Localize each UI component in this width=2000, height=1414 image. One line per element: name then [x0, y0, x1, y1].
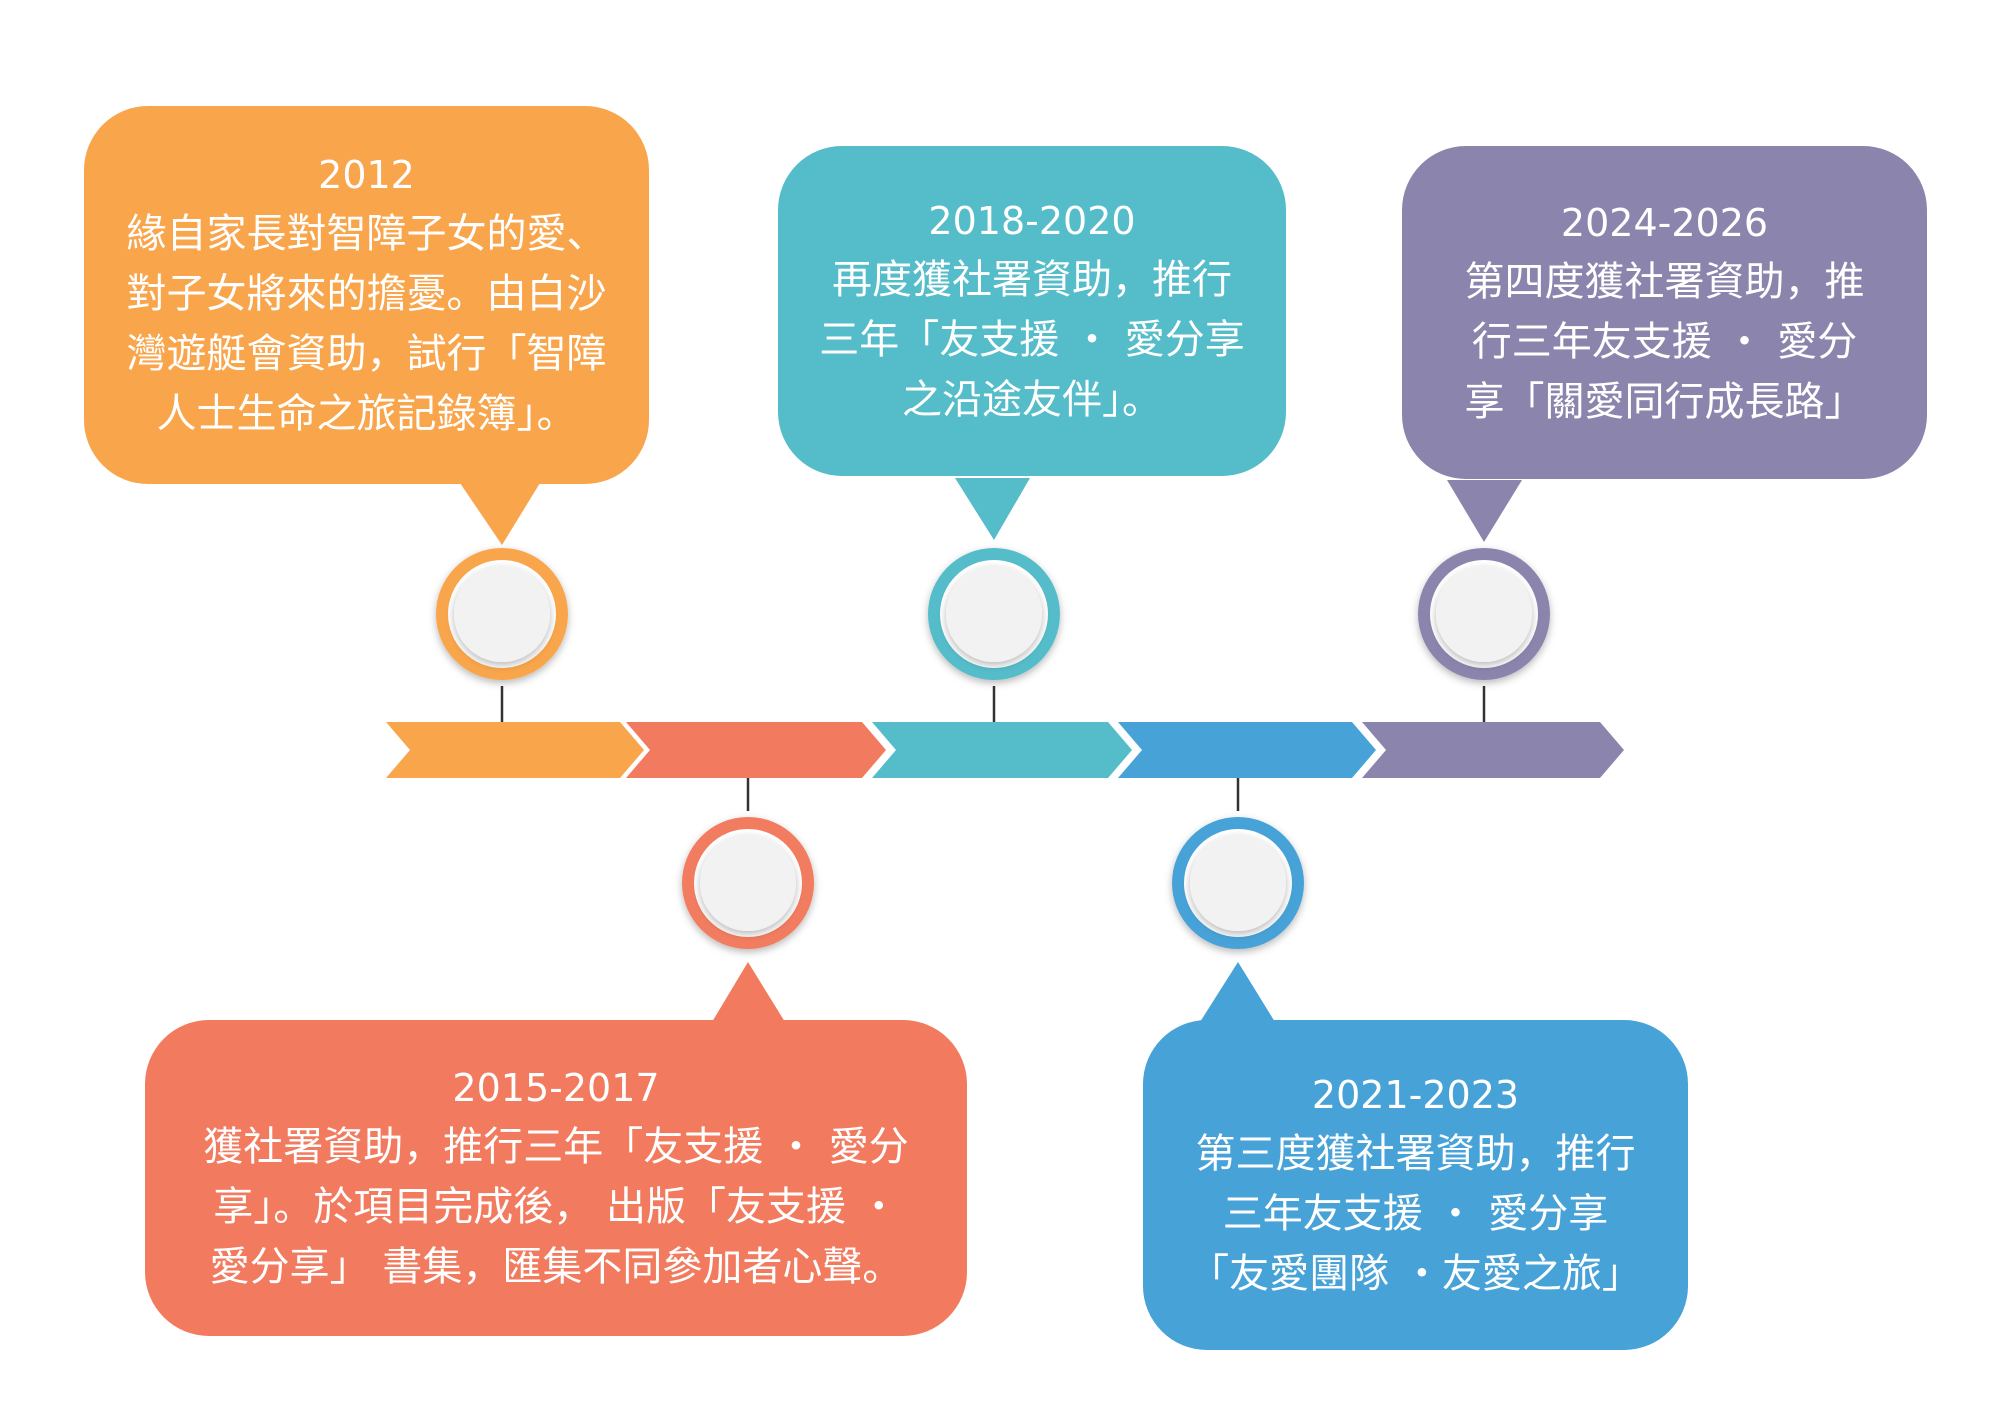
- milestone-card-2015-2017: 2015-2017 獲社署資助，推行三年「友支援 ・ 愛分 享」。於項目完成後，…: [145, 1020, 967, 1336]
- milestone-description: 緣自家長對智障子女的愛、 對子女將來的擔憂。由白沙 灣遊艇會資助，試行「智障 人…: [126, 211, 607, 437]
- timeline-node-center: [454, 566, 550, 662]
- milestone-description: 再度獲社署資助，推行 三年「友支援 ・ 愛分享 之沿途友伴」。: [819, 257, 1245, 423]
- milestone-year: 2015-2017: [452, 1066, 660, 1110]
- milestone-card-2012: 2012 緣自家長對智障子女的愛、 對子女將來的擔憂。由白沙 灣遊艇會資助，試行…: [84, 106, 649, 484]
- timeline-arrow-segment: [872, 722, 1132, 778]
- timeline-node-center: [1190, 835, 1286, 931]
- timeline-arrow-segment: [386, 722, 644, 778]
- milestone-card-2018-2020: 2018-2020 再度獲社署資助，推行 三年「友支援 ・ 愛分享 之沿途友伴」…: [778, 146, 1286, 476]
- milestone-description: 第四度獲社署資助，推 行三年友支援 ・ 愛分 享「關愛同行成長路」: [1464, 258, 1865, 425]
- timeline-arrow-segment: [1362, 722, 1624, 778]
- callout-pointer: [1200, 962, 1275, 1022]
- milestone-year: 2012: [318, 153, 415, 197]
- milestone-year: 2018-2020: [928, 199, 1136, 243]
- callout-pointer: [460, 483, 540, 545]
- callout-pointer: [1447, 480, 1522, 542]
- milestone-year: 2024-2026: [1560, 200, 1769, 245]
- timeline-arrow-segment: [1118, 722, 1376, 778]
- milestone-description: 第三度獲社署資助，推行 三年友支援 ・ 愛分享 「友愛團隊 ・友愛之旅」: [1189, 1131, 1642, 1297]
- callout-pointer: [955, 478, 1030, 540]
- milestone-description: 獲社署資助，推行三年「友支援 ・ 愛分 享」。於項目完成後， 出版「友支援 ・ …: [203, 1124, 909, 1290]
- milestone-card-2021-2023: 2021-2023 第三度獲社署資助，推行 三年友支援 ・ 愛分享 「友愛團隊 …: [1143, 1020, 1688, 1350]
- callout-pointer: [712, 962, 785, 1022]
- timeline-arrow-segment: [626, 722, 886, 778]
- timeline-node-center: [1436, 566, 1532, 662]
- timeline-node-center: [946, 566, 1042, 662]
- milestone-year: 2021-2023: [1311, 1073, 1520, 1117]
- timeline-node-center: [700, 835, 796, 931]
- milestone-card-2024-2026: 2024-2026 第四度獲社署資助，推 行三年友支援 ・ 愛分 享「關愛同行成…: [1402, 146, 1927, 479]
